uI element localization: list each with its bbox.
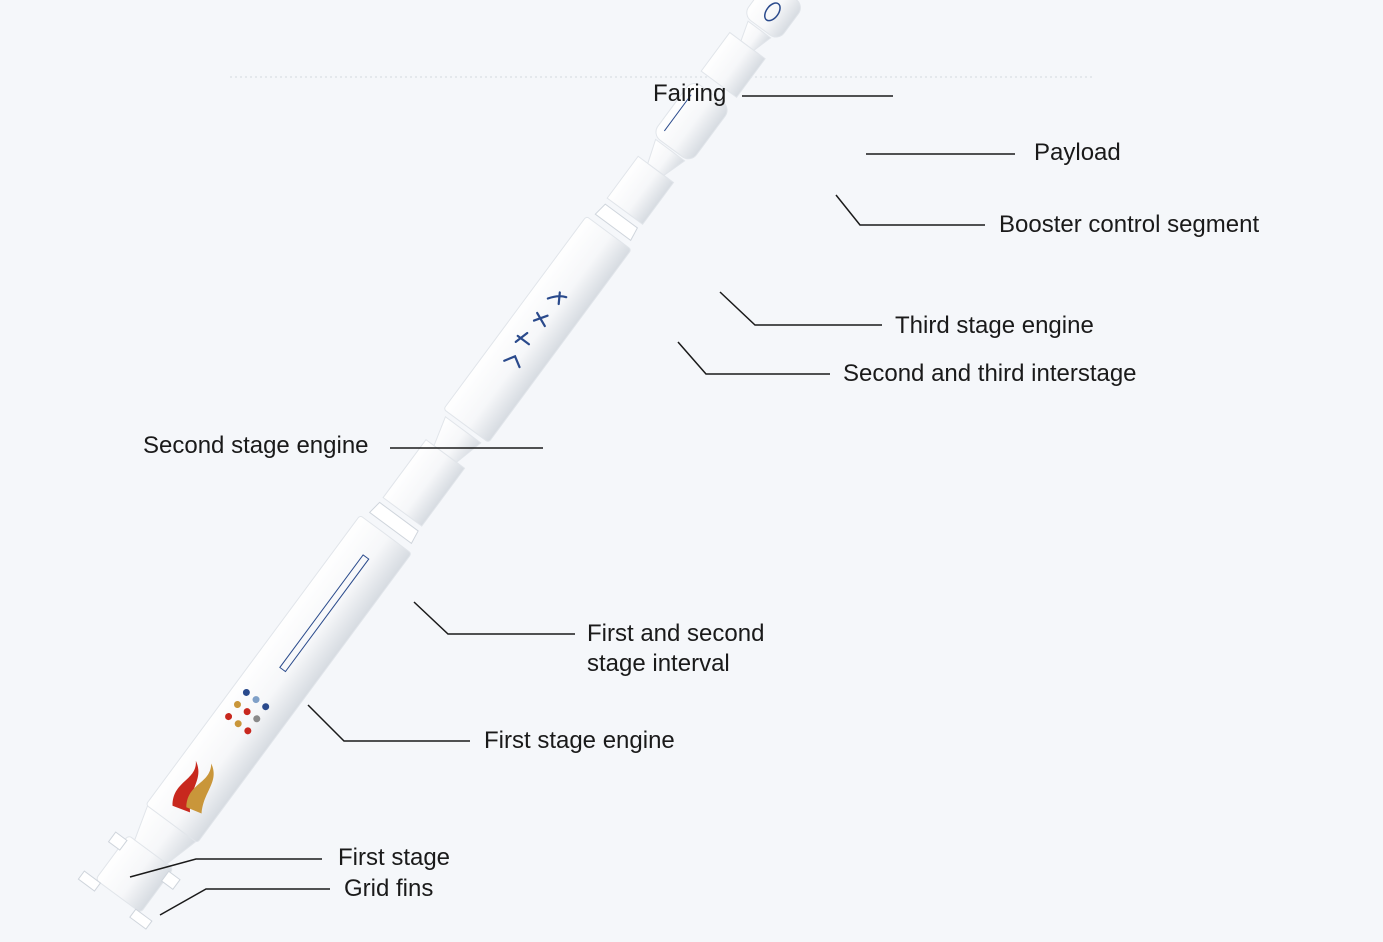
- grid-fin-upper: [107, 831, 128, 851]
- calligraphy-mark: [503, 291, 568, 369]
- label-booster-control-segment: Booster control segment: [999, 211, 1260, 238]
- space-logo-icon: [764, 2, 781, 22]
- label-fairing: Fairing: [653, 80, 727, 107]
- leader-lines: [129, 95, 1015, 916]
- second-stage-body: [444, 216, 631, 442]
- grid-fin-bottom: [129, 908, 153, 930]
- leader-first-stage-engine: [307, 704, 470, 742]
- leader-third-stage-engine: [719, 291, 882, 326]
- label-first-stage-engine: First stage engine: [484, 727, 675, 754]
- interstage-ring-1: [368, 501, 419, 545]
- grid-fin-top: [77, 870, 102, 892]
- flame-logo-icon-lower: [186, 763, 214, 814]
- label-first-second-interval-line1: First and second: [587, 620, 765, 647]
- label-second-third-interstage: Second and third interstage: [843, 360, 1137, 387]
- label-second-stage-engine: Second stage engine: [143, 432, 369, 459]
- label-payload: Payload: [1034, 139, 1121, 166]
- booster-control-body: [746, 0, 801, 38]
- first-stage-body: [146, 516, 411, 843]
- booster-nozzle: [740, 20, 772, 51]
- leader-first-second-interval: [413, 601, 575, 635]
- leader-booster-control: [835, 194, 985, 226]
- third-stage-body: [655, 83, 728, 160]
- label-first-second-interval: First and second stage interval: [587, 619, 764, 679]
- leader-first-stage: [129, 858, 322, 878]
- interstage-ring-2: [594, 203, 639, 242]
- label-third-stage-engine: Third stage engine: [895, 312, 1094, 339]
- leader-grid-fins: [159, 888, 330, 916]
- label-first-second-interval-line2: stage interval: [587, 650, 730, 677]
- flame-logo-icon: [172, 760, 199, 813]
- third-stage-nozzle: [647, 138, 686, 176]
- third-stage-text: [663, 94, 692, 132]
- leader-second-third-interstage: [677, 341, 830, 375]
- rocket: [77, 0, 801, 930]
- second-stage-nozzle: [433, 415, 482, 463]
- label-first-stage: First stage: [338, 844, 451, 871]
- sponsor-logos: [225, 688, 270, 735]
- label-grid-fins: Grid fins: [344, 875, 434, 902]
- first-stage-text-band: [279, 554, 370, 673]
- grid-fin-lower: [160, 870, 181, 891]
